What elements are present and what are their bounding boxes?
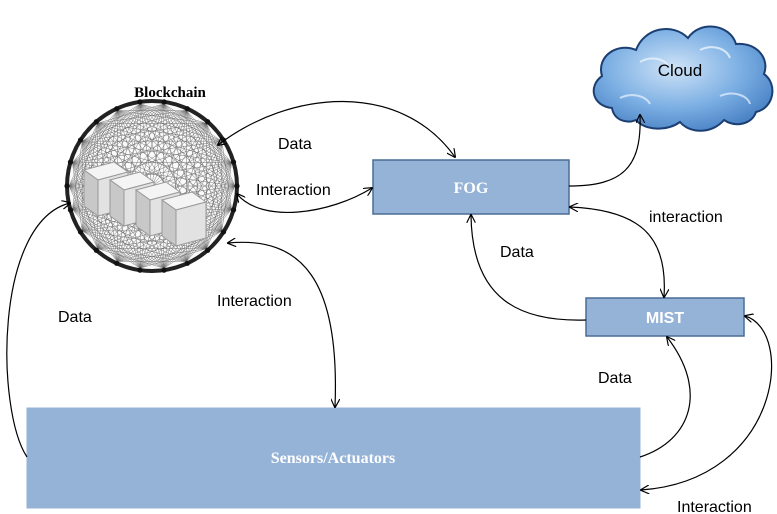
network-node-dot xyxy=(220,229,227,235)
mesh-line xyxy=(117,110,222,142)
blockchain-sensors-interaction-arrow xyxy=(228,242,335,407)
mesh-line xyxy=(97,110,187,124)
mesh-line xyxy=(72,140,222,163)
network-node-dot xyxy=(114,260,120,266)
blockchain-fog-interaction-arrow xyxy=(237,188,372,213)
network-node-dot xyxy=(67,159,74,165)
fog-mist-interaction-label: interaction xyxy=(649,209,723,226)
cloud-label: Cloud xyxy=(658,61,702,80)
mesh-line xyxy=(140,248,207,269)
network-node-dot xyxy=(137,99,143,105)
mesh-line xyxy=(72,141,83,210)
network-node-dot xyxy=(161,267,167,273)
blockchain-title: Blockchain xyxy=(134,85,206,101)
mesh-line xyxy=(72,103,164,163)
blockchain-globe xyxy=(64,99,240,273)
mesh-line xyxy=(72,209,118,262)
mesh-line xyxy=(163,103,222,142)
network-node-dot xyxy=(230,207,237,213)
mist-label: MIST xyxy=(646,310,684,327)
network-node-dot xyxy=(93,119,99,125)
sensors-actuators-label: Sensors/Actuators xyxy=(271,450,395,467)
mist-sensors-interaction-label: Interaction xyxy=(677,499,752,514)
network-node-dot xyxy=(67,207,74,213)
block-stack xyxy=(82,161,208,247)
fog-node: FOG xyxy=(372,159,570,215)
mesh-line xyxy=(206,162,232,249)
mesh-line xyxy=(186,162,232,262)
mesh-line xyxy=(82,103,141,142)
connectors xyxy=(6,100,773,490)
mesh-line xyxy=(82,140,232,163)
network-node-dot xyxy=(77,229,84,235)
mesh-line xyxy=(140,103,222,142)
mesh-line xyxy=(163,230,222,269)
network-node-dot xyxy=(114,106,120,112)
network-node-dot xyxy=(205,119,211,125)
network-node-dot xyxy=(64,183,70,189)
network-node-dot xyxy=(93,247,99,253)
mesh-line xyxy=(82,110,187,142)
sensors-mist-data-label: Data xyxy=(598,370,632,387)
mesh-line xyxy=(140,103,207,124)
mesh-line xyxy=(69,123,98,187)
fog-mist-interaction-arrow xyxy=(570,207,664,297)
mesh-line xyxy=(82,123,207,142)
mesh-line xyxy=(69,103,141,187)
network-node-dot xyxy=(234,183,240,189)
blockchain-fog-interaction-label: Interaction xyxy=(256,182,331,199)
mesh-line xyxy=(117,110,207,124)
mesh-line xyxy=(82,230,141,269)
mesh-line xyxy=(72,110,187,163)
network-node-dot xyxy=(184,260,190,266)
sensors-blockchain-data-label: Data xyxy=(58,309,92,326)
mist-fog-data-arrow xyxy=(471,215,587,321)
mesh-line xyxy=(206,185,235,249)
mesh-line xyxy=(117,110,232,163)
mist-sensors-interaction-arrow xyxy=(641,316,773,490)
blockchain-fog-data-label: Data xyxy=(278,136,312,153)
sensors-blockchain-data-arrow xyxy=(6,203,70,458)
mesh-line xyxy=(97,103,164,124)
blockchain-sensors-interaction-label: Interaction xyxy=(217,293,292,310)
cloud-shape xyxy=(592,25,774,132)
mist-fog-data-label: Data xyxy=(500,244,534,261)
mesh-line xyxy=(97,248,164,269)
mesh-line xyxy=(69,185,98,249)
network-node-dot xyxy=(161,99,167,105)
sensors-actuators-node: Sensors/Actuators xyxy=(26,407,641,509)
sensors-mist-data-arrow xyxy=(639,337,691,458)
mist-node: MIST xyxy=(585,297,745,337)
mesh-line xyxy=(221,162,232,231)
mesh-line xyxy=(72,110,118,163)
blockchain-fog-data-arrow xyxy=(218,100,455,157)
mesh-line xyxy=(82,140,235,187)
network-node-dot xyxy=(77,137,84,143)
network-node-dot xyxy=(205,247,211,253)
mesh-line xyxy=(97,123,232,210)
fog-cloud-arrow xyxy=(568,115,640,187)
network-node-dot xyxy=(230,159,237,165)
network-node-dot xyxy=(137,267,143,273)
network-node-dot xyxy=(184,106,190,112)
mesh-line xyxy=(97,123,232,163)
fog-label: FOG xyxy=(454,180,489,197)
mesh-line xyxy=(97,123,222,142)
mesh-line xyxy=(186,209,232,262)
mesh-line xyxy=(72,162,83,231)
